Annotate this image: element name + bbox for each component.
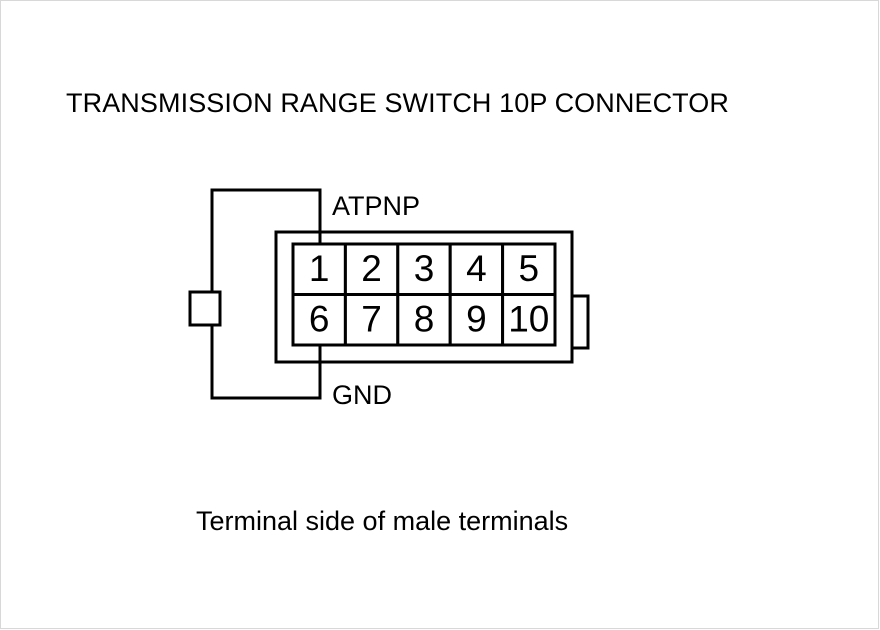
gnd-leader-line [210,325,322,400]
figure-caption: Terminal side of male terminals [196,506,569,536]
pin-label-9: 9 [466,298,487,339]
pin-number-labels: 1 2 3 4 5 6 7 8 9 10 [309,248,549,340]
pin-label-4: 4 [466,248,487,289]
atpnp-leader-line [210,188,322,292]
locking-tab [570,294,590,350]
pin-row-bottom [291,293,557,347]
pin-cell-7[interactable] [343,293,400,347]
pin-label-3: 3 [414,248,435,289]
terminal-square [188,290,222,327]
pin-label-10: 10 [508,298,549,339]
pin-cell-6[interactable] [291,293,347,347]
pin-label-8: 8 [414,298,435,339]
pin-label-5: 5 [519,248,540,289]
pin-row-top [291,242,557,296]
pin-label-6: 6 [309,298,330,339]
pin-grid: 1 2 3 4 5 6 7 8 9 10 [291,242,557,347]
callout-leader-lines [210,188,322,400]
pin-label-1: 1 [309,248,330,289]
pin-cell-10[interactable] [501,293,557,347]
pin-label-7: 7 [361,298,382,339]
pin-cell-5[interactable] [501,242,557,296]
callout-label-gnd: GND [332,380,392,410]
pin-label-2: 2 [361,248,382,289]
callout-label-atpnp: ATPNP [332,191,420,221]
page-title: TRANSMISSION RANGE SWITCH 10P CONNECTOR [66,88,729,118]
pin-cell-9[interactable] [448,293,505,347]
